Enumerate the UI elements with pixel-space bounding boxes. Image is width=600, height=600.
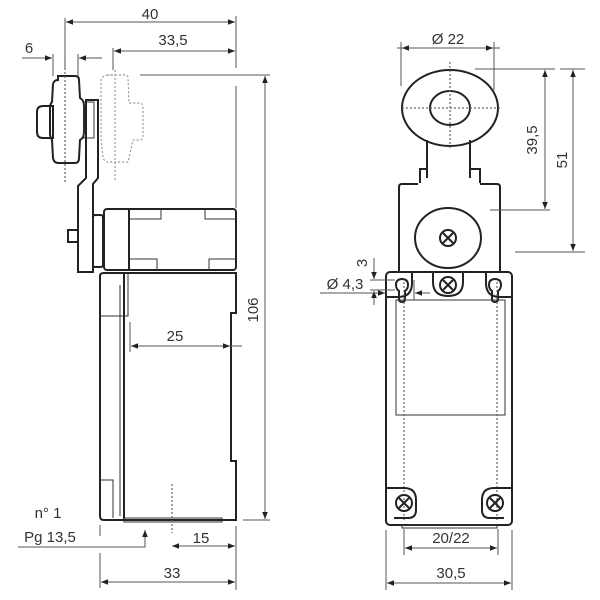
front-view: Ø 22 39,5 51 [320,31,585,590]
screw-icon [439,229,457,247]
screw-icon [432,272,464,298]
screw-icon [395,494,413,512]
lever-arm [77,99,99,273]
switch-head-front [398,168,501,272]
dim-25: 25 [129,322,242,352]
cable-entry-thread: Pg 13,5 [24,529,76,546]
roller-front [401,62,500,178]
dim-39-5-label: 39,5 [524,125,541,154]
dim-33-5: 33,5 [112,32,235,70]
dim-hole-diameter: Ø 4,3 [320,276,430,300]
dim-51: 51 [515,68,585,253]
dim-roller-diameter-label: Ø 22 [432,31,465,48]
switch-head-side [103,208,237,271]
roller-side [36,60,95,182]
dim-15-label: 15 [193,530,210,547]
cable-entry-callout: n° 1 Pg 13,5 [18,505,148,548]
dim-106: 106 [140,74,270,521]
dim-20-22-label: 20/22 [432,530,470,547]
dim-51-label: 51 [554,152,571,169]
dim-106-label: 106 [245,297,262,322]
dim-6: 6 [22,40,102,76]
side-view: 40 6 33,5 106 [18,6,270,590]
dim-40-label: 40 [142,6,159,23]
dim-33: 33 [99,525,235,588]
lever-screw [67,229,78,243]
dim-roller-diameter: Ø 22 [397,31,500,90]
dim-3-label: 3 [354,259,371,267]
screw-icon [486,494,504,512]
dim-30-5: 30,5 [385,530,513,590]
dim-33-label: 33 [164,565,181,582]
switch-body-side [99,272,237,533]
cable-entry-number: n° 1 [35,505,62,522]
switch-body-front [385,271,513,529]
dim-6-label: 6 [25,40,33,57]
dim-33-5-label: 33,5 [158,32,187,49]
dim-39-5: 39,5 [475,68,555,211]
roller-ghost-position [100,70,144,182]
dim-20-22: 20/22 [403,529,499,555]
dim-15: 15 [172,526,237,590]
dim-hole-diameter-label: Ø 4,3 [327,276,364,293]
dim-25-label: 25 [167,328,184,345]
dim-30-5-label: 30,5 [436,565,465,582]
dim-40: 40 [64,6,237,68]
